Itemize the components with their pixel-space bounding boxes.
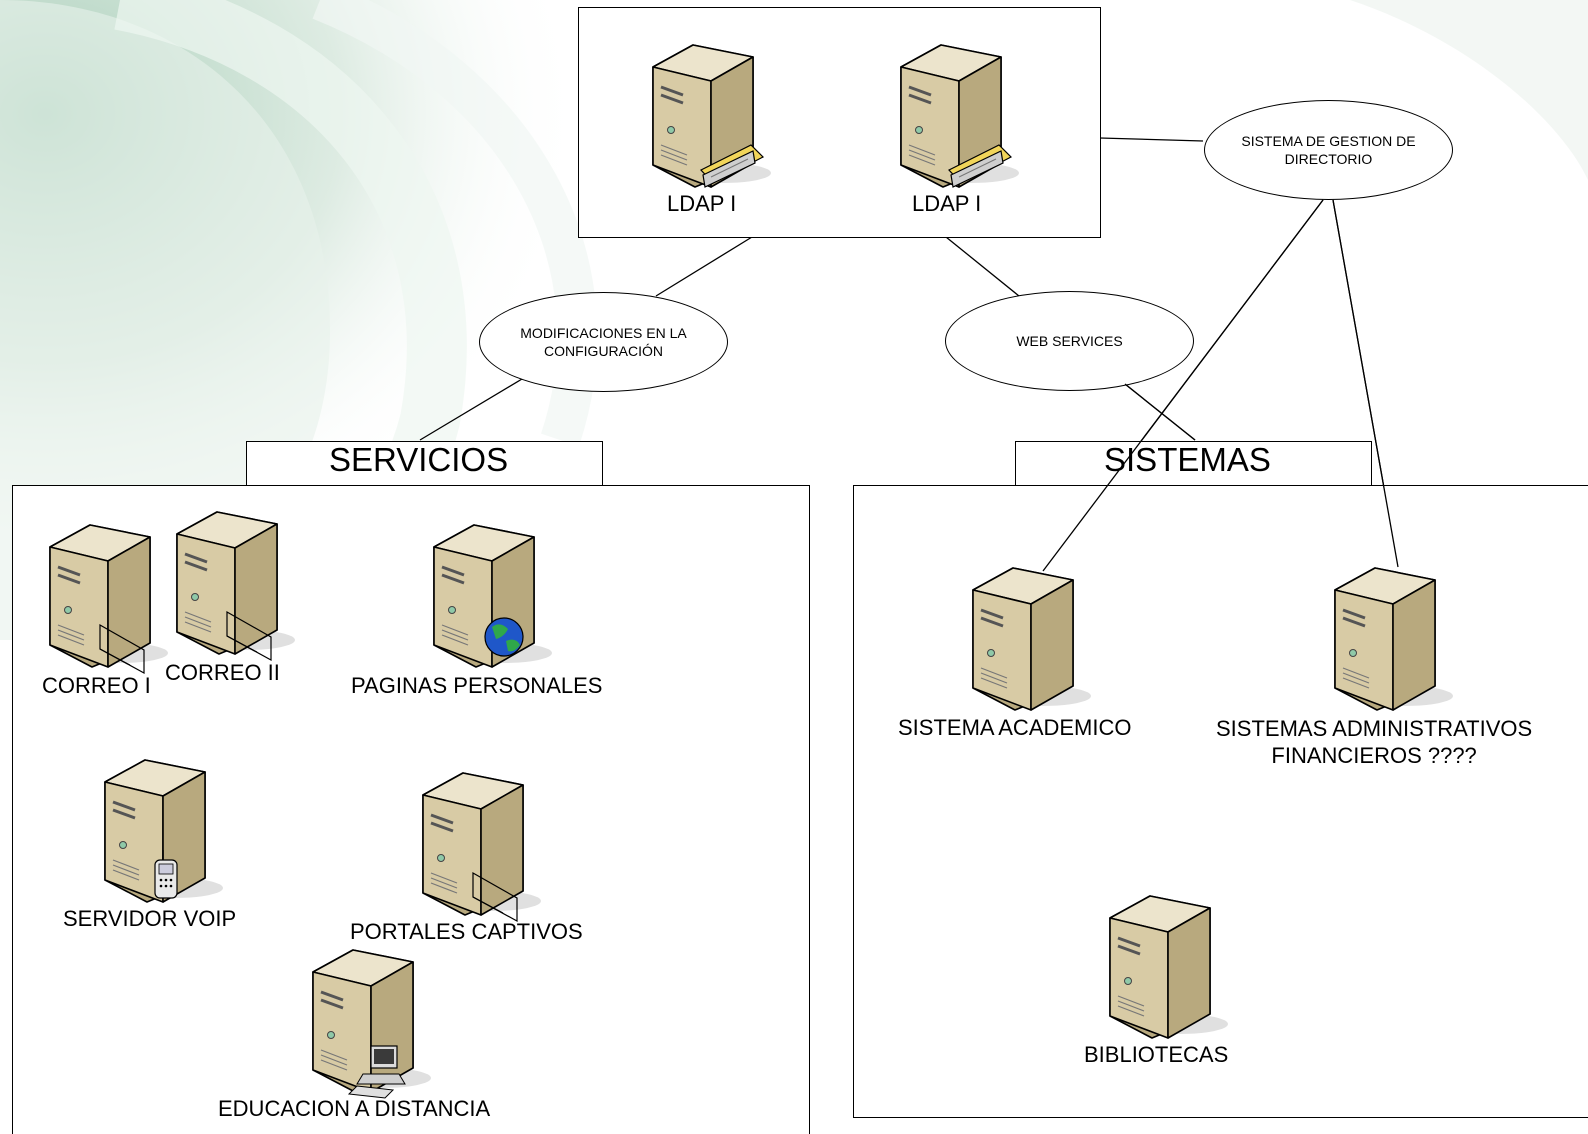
gestion-directorio-line1: SISTEMA DE GESTION DE [1241, 133, 1416, 149]
ldap-1-server-icon [652, 44, 771, 188]
webservices-ellipse: WEB SERVICES [945, 291, 1194, 391]
modificaciones-line2: CONFIGURACIÓN [544, 343, 663, 359]
voip-server-icon [104, 759, 223, 903]
paginas-label: PAGINAS PERSONALES [351, 673, 603, 698]
academico-label: SISTEMA ACADEMICO [898, 715, 1132, 740]
line-webservices-to-sistemas [1124, 383, 1196, 441]
admin-label-line2: FINANCIEROS ???? [1271, 743, 1477, 768]
ldap-2-server-icon [900, 44, 1019, 188]
correo-2-label: CORREO II [165, 660, 280, 685]
bibliotecas-server-icon [1109, 895, 1228, 1039]
line-ldap-to-gestion [1099, 137, 1204, 142]
ldap-2-label: LDAP I [912, 191, 982, 216]
educacion-label: EDUCACION A DISTANCIA [218, 1096, 491, 1121]
educacion-server-icon [312, 949, 431, 1099]
ldap-1-label: LDAP I [667, 191, 737, 216]
portales-label: PORTALES CAPTIVOS [350, 919, 583, 944]
correo-1-server-icon [49, 524, 168, 675]
sistemas-title: SISTEMAS [1104, 441, 1271, 478]
academico-server-icon [972, 567, 1091, 711]
bibliotecas-label: BIBLIOTECAS [1084, 1042, 1229, 1067]
servicios-title-box [246, 441, 603, 486]
modificaciones-line1: MODIFICACIONES EN LA [520, 325, 687, 341]
admin-label-line1: SISTEMAS ADMINISTRATIVOS [1216, 716, 1533, 741]
correo-1-label: CORREO I [42, 673, 151, 698]
line-ldap-to-webservices [945, 236, 1020, 297]
line-modificaciones-to-servicios [419, 378, 523, 441]
servicios-title: SERVICIOS [329, 441, 509, 478]
admin-label: SISTEMAS ADMINISTRATIVOS FINANCIEROS ???… [1216, 715, 1532, 769]
correo-2-server-icon [176, 511, 295, 662]
voip-label: SERVIDOR VOIP [63, 906, 237, 931]
administrativos-server-icon [1334, 567, 1453, 711]
gestion-directorio-ellipse: SISTEMA DE GESTION DE DIRECTORIO [1204, 100, 1453, 200]
gestion-directorio-line2: DIRECTORIO [1284, 151, 1373, 167]
webservices-label: WEB SERVICES [1016, 333, 1123, 349]
portales-server-icon [422, 772, 541, 923]
line-ldap-to-modificaciones [655, 236, 753, 297]
paginas-server-icon [433, 524, 552, 668]
modificaciones-ellipse: MODIFICACIONES EN LA CONFIGURACIÓN [479, 292, 728, 392]
sistemas-box [853, 485, 1588, 1118]
